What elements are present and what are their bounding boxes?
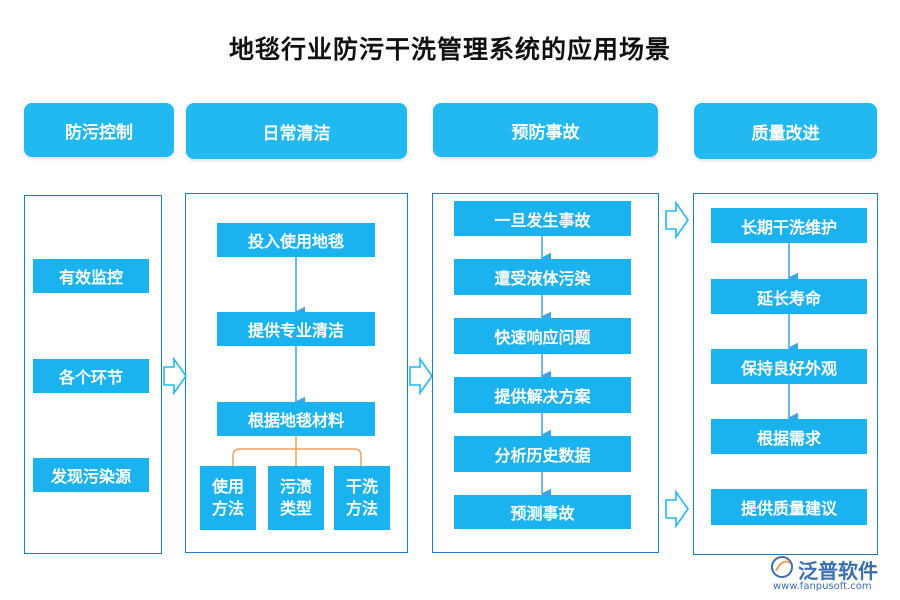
branch-stain-type: 污渍类型 [268,466,324,530]
header-pollution-control: 防污控制 [24,103,174,157]
flow-keep-good-appearance: 保持良好外观 [711,349,867,384]
flow-extend-lifespan: 延长寿命 [711,279,867,314]
flow-long-term-dry-cleaning: 长期干洗维护 [711,208,867,243]
page-title: 地毯行业防污干洗管理系统的应用场景 [228,35,671,64]
header-accident-prevention: 预防事故 [433,103,658,157]
item-find-pollution-source: 发现污染源 [33,458,149,492]
flow-professional-cleaning: 提供专业清洁 [217,312,375,346]
logo-name: 泛普软件 [798,559,878,583]
hollow-arrow-right-2 [409,356,433,396]
flow-quality-suggestion: 提供质量建议 [711,489,867,525]
item-effective-monitoring: 有效监控 [33,259,149,293]
flow-put-carpet-in-use: 投入使用地毯 [217,223,375,257]
branch-dry-cleaning-method: 干洗方法 [334,466,390,530]
flow-predict-accident: 预测事故 [454,495,631,529]
branch-usage-method: 使用方法 [200,466,256,530]
logo-icon [771,556,793,578]
flow-analyze-history: 分析历史数据 [454,436,631,472]
flow-provide-solution: 提供解决方案 [454,377,631,413]
flow-by-carpet-material: 根据地毯材料 [217,402,375,436]
flow-quick-response: 快速响应问题 [454,318,631,354]
item-each-stage: 各个环节 [33,359,149,393]
header-daily-cleaning: 日常清洁 [186,103,407,159]
flow-liquid-pollution: 遭受液体污染 [454,259,631,295]
flow-by-demand: 根据需求 [711,419,867,454]
logo-url: www.fanpusoft.com [773,581,872,592]
hollow-arrow-right-4 [665,489,689,529]
hollow-arrow-right-1 [163,356,187,396]
flow-once-accident: 一旦发生事故 [454,201,631,236]
hollow-arrow-right-3 [665,200,689,240]
header-quality-improvement: 质量改进 [694,103,877,159]
